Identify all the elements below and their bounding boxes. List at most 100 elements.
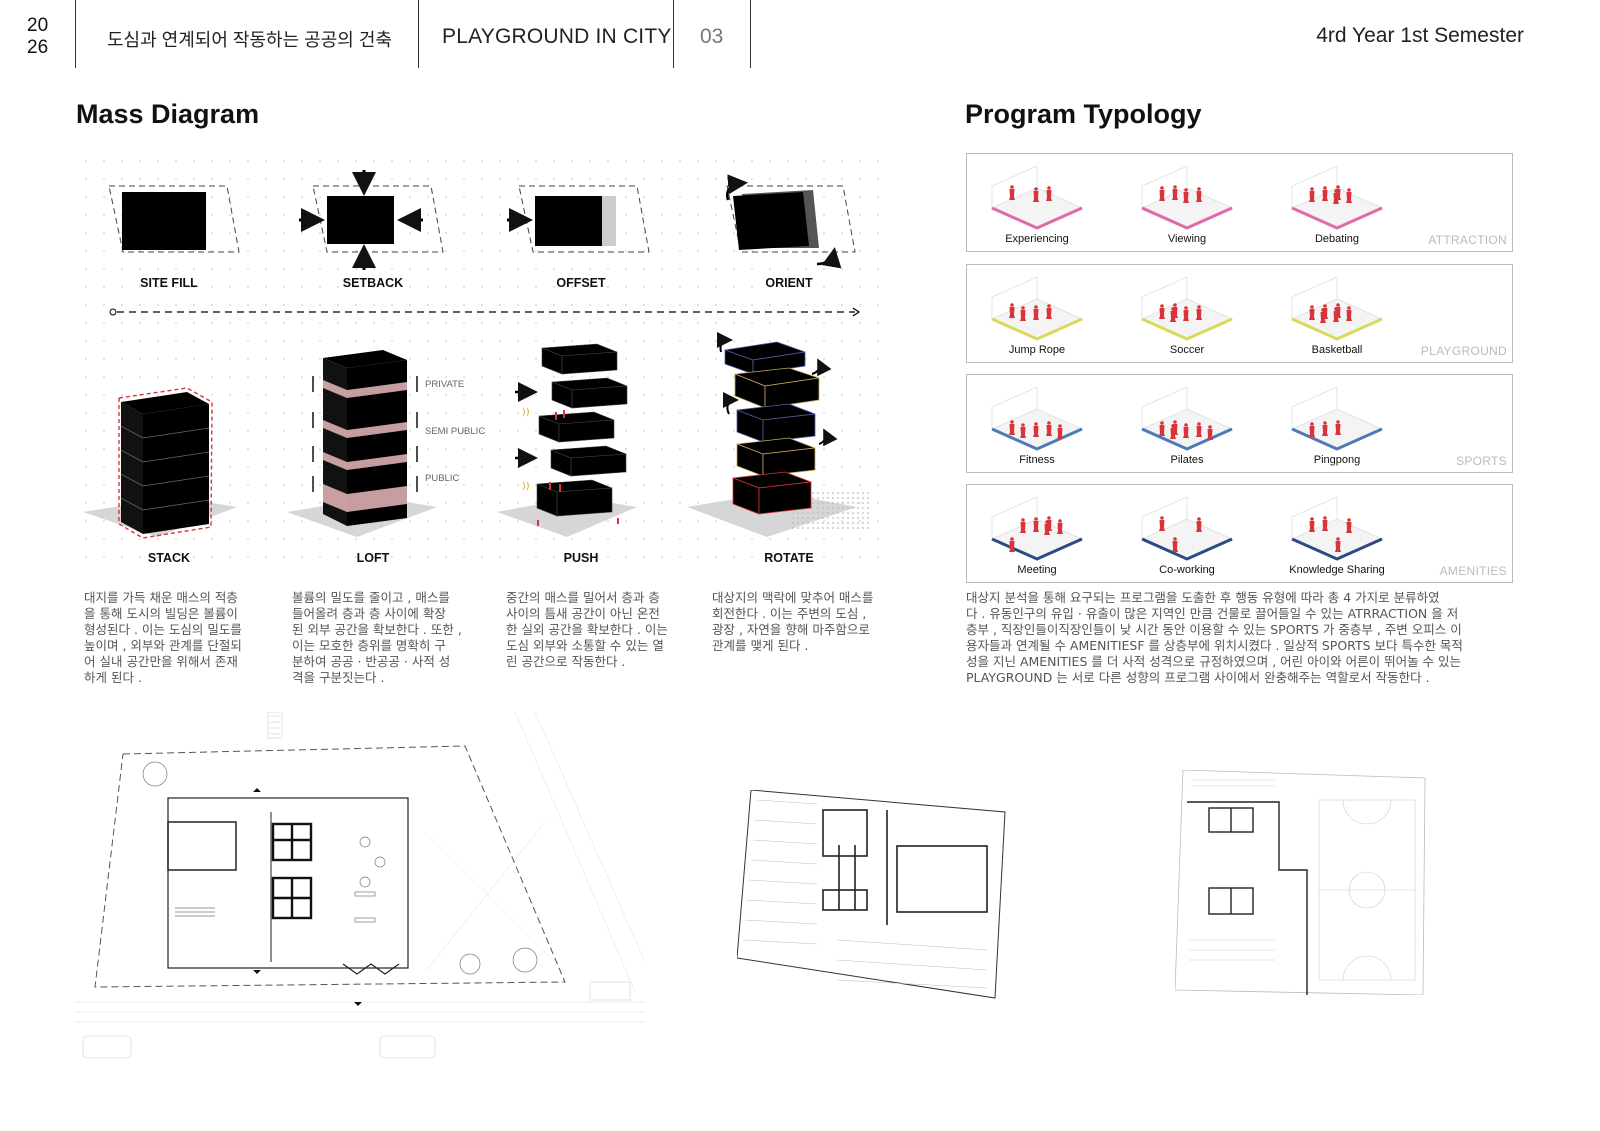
program-item-label: Pingpong: [1313, 454, 1361, 466]
loft-level-semi-public: SEMI PUBLIC: [425, 426, 485, 437]
mass-diagram-board: PRIVATE SEMI PUBLIC PUBLIC: [77, 152, 895, 572]
desc-line: 이는 모호한 층위를 명확히 구: [292, 638, 446, 653]
desc-line: 용자들과 연계될 수 AMENITIESF 를 상층부에 위치시켰다 . 일상적…: [966, 638, 1463, 653]
program-category-label: SPORTS: [1456, 454, 1507, 468]
desc-line: 성을 지닌 AMENITIES 를 더 사적 성격으로 규정하였으며 , 어린 …: [966, 654, 1462, 669]
program-description: 대상지 분석을 통해 요구되는 프로그램을 도출한 후 행동 유형에 따라 총 …: [966, 590, 1526, 686]
setback-diagram: [299, 170, 444, 270]
program-illustration: [1290, 276, 1384, 341]
desc-line: 을 통해 도시의 빌딩은 볼륨이: [84, 606, 238, 621]
desc-line: 볼륨의 밀도를 줄이고 , 매스를: [292, 590, 450, 605]
program-category-label: PLAYGROUND: [1420, 344, 1507, 358]
desc-line: 대상지의 맥락에 맞추어 매스를: [712, 590, 874, 605]
step-label: LOFT: [356, 551, 390, 565]
step-label: PUSH: [563, 551, 599, 565]
push-description: 중간의 매스를 밀어서 층과 층 사이의 틈새 공간이 아닌 온전 한 실외 공…: [506, 590, 668, 670]
step-label: STACK: [147, 551, 191, 565]
program-item-label: Debating: [1314, 233, 1360, 245]
program-illustration: [1290, 165, 1384, 230]
desc-line: 층부 , 직장인들이직장인들이 낮 시간 동안 이용할 수 있는 SPORTS …: [966, 622, 1462, 637]
ground-floor-plan-drawing: [75, 711, 646, 1059]
program-illustration: [1290, 496, 1384, 561]
header-divider: [75, 0, 76, 68]
header-divider: [673, 0, 674, 68]
upper-floor-plan-b-drawing: [1174, 769, 1426, 996]
upper-floor-plan-a-drawing: [736, 789, 1006, 999]
desc-line: 높이며 , 외부와 관계를 단절되: [84, 638, 242, 653]
program-item-label: Soccer: [1169, 344, 1205, 356]
page-number: 03: [700, 25, 724, 48]
mass-diagram-graphic: PRIVATE SEMI PUBLIC PUBLIC: [77, 152, 895, 572]
mass-diagram-title: Mass Diagram: [76, 99, 260, 129]
step-label: SITE FILL: [140, 276, 198, 290]
rotate-diagram: [687, 332, 872, 537]
program-item-label: Co-working: [1159, 564, 1215, 576]
orient-diagram: [726, 174, 856, 269]
program-item-label: Knowledge Sharing: [1289, 564, 1385, 576]
rotate-description: 대상지의 맥락에 맞추어 매스를 회전한다 . 이는 주변의 도심 , 광장 ,…: [712, 590, 873, 654]
semester-label: 4rd Year 1st Semester: [1316, 24, 1524, 47]
desc-line: 격을 구분짓는다 .: [292, 670, 385, 685]
desc-line: 대상지 분석을 통해 요구되는 프로그램을 도출한 후 행동 유형에 따라 총 …: [966, 590, 1440, 605]
program-illustration: [1140, 276, 1234, 341]
program-item-label: Jump Rope: [1008, 344, 1066, 356]
program-illustration: [990, 276, 1084, 341]
step-label: ROTATE: [764, 551, 814, 565]
year-top: 20: [27, 15, 49, 36]
program-item-label: Viewing: [1167, 233, 1207, 245]
loft-diagram: PRIVATE SEMI PUBLIC PUBLIC: [287, 350, 485, 537]
desc-line: 된 외부 공간을 확보한다 . 또한 ,: [292, 622, 462, 637]
site-fill-diagram: [108, 185, 240, 253]
desc-line: 분하여 공공 · 반공공 · 사적 성: [292, 654, 451, 669]
header-divider: [418, 0, 419, 68]
step-label: ORIENT: [765, 276, 813, 290]
program-illustration: [990, 496, 1084, 561]
program-illustration: [1140, 165, 1234, 230]
ground-floor-plan: [75, 711, 646, 1087]
program-item-label: Pilates: [1170, 454, 1204, 466]
program-item-label: Fitness: [1019, 454, 1055, 466]
loft-description: 볼륨의 밀도를 줄이고 , 매스를 들어올려 층과 층 사이에 확장 된 외부 …: [292, 590, 462, 686]
upper-floor-plan-b: [1174, 769, 1435, 996]
loft-level-private: PRIVATE: [425, 379, 464, 390]
typology-row: Experiencing Viewing Debating ATTRACTION: [966, 153, 1513, 252]
typology-row: Jump Rope Soccer Basketball PLAYGROUND: [966, 264, 1513, 363]
program-illustration: [990, 165, 1084, 230]
year-mark: 20 26: [27, 15, 48, 59]
step-label: OFFSET: [556, 276, 606, 290]
header-subtitle: 도심과 연계되어 작동하는 공공의 건축: [107, 30, 392, 50]
program-item-label: Experiencing: [1005, 233, 1069, 245]
desc-line: 어 실내 공간만을 위해서 존재: [84, 654, 238, 669]
program-illustration: [1140, 386, 1234, 451]
stack-description: 대지를 가득 채운 매스의 적층 을 통해 도시의 빌딩은 볼륨이 형성된다 .…: [84, 590, 242, 686]
desc-line: 도심 외부와 소통할 수 있는 열: [506, 638, 664, 653]
desc-line: 형성된다 . 이는 도심의 밀도를: [84, 622, 242, 637]
desc-line: 들어올려 층과 층 사이에 확장: [292, 606, 446, 621]
program-illustration: [1140, 496, 1234, 561]
desc-line: 대지를 가득 채운 매스의 적층: [84, 590, 238, 605]
push-diagram: [497, 343, 637, 537]
offset-diagram: [507, 185, 650, 253]
project-title: PLAYGROUND IN CITY: [442, 25, 672, 48]
program-illustration: [1290, 386, 1384, 451]
desc-line: PLAYGROUND 는 서로 다른 성향의 프로그램 사이에서 완충해주는 역…: [966, 670, 1430, 685]
desc-line: 다 . 유동인구의 유입 · 유출이 많은 지역인 만큼 건물로 끌어들일 수 …: [966, 606, 1459, 621]
stack-diagram: [83, 387, 237, 539]
desc-line: 한 실외 공간을 확보한다 . 이는: [506, 622, 668, 637]
header-divider: [750, 0, 751, 68]
desc-line: 회전한다 . 이는 주변의 도심 ,: [712, 606, 867, 621]
program-category-label: AMENITIES: [1439, 564, 1507, 578]
desc-line: 사이의 틈새 공간이 아닌 온전: [506, 606, 660, 621]
loft-level-public: PUBLIC: [425, 473, 459, 484]
typology-row: Fitness Pilates Pingpong SPORTS: [966, 374, 1513, 473]
desc-line: 하게 된다 .: [84, 670, 142, 685]
typology-row: Meeting Co-working Knowledge Sharing AMENIT…: [966, 484, 1513, 583]
program-category-label: ATTRACTION: [1428, 233, 1507, 247]
program-typology-title: Program Typology: [965, 99, 1202, 129]
program-item-label: Meeting: [1017, 564, 1057, 576]
program-item-label: Basketball: [1311, 344, 1363, 356]
upper-floor-plan-a: [736, 789, 1012, 1005]
year-bottom: 26: [27, 37, 49, 58]
desc-line: 린 공간으로 작동한다 .: [506, 654, 626, 669]
desc-line: 중간의 매스를 밀어서 층과 층: [506, 590, 660, 605]
